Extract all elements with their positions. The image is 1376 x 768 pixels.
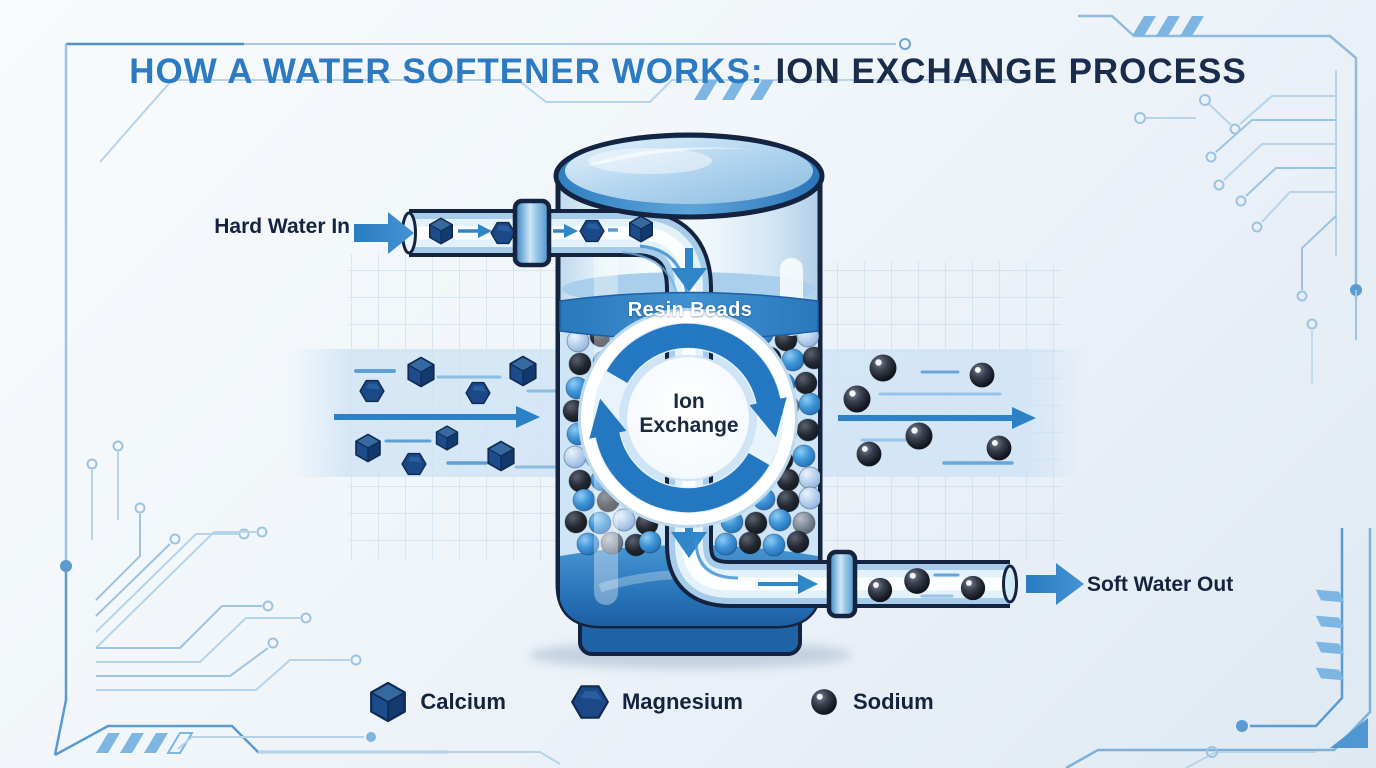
sodium-ion-icon xyxy=(905,422,933,450)
title-part-blue: HOW A WATER SOFTENER WORKS: xyxy=(129,52,764,91)
page-title: HOW A WATER SOFTENER WORKS: ION EXCHANGE … xyxy=(0,52,1376,92)
legend-label: Calcium xyxy=(420,689,506,714)
legend-item-calcium: Calcium xyxy=(368,682,506,722)
legend-item-magnesium: Magnesium xyxy=(570,682,743,722)
sodium-ion-icon xyxy=(856,441,882,467)
sodium-ion-icon xyxy=(969,362,995,388)
legend-item-sodium: Sodium xyxy=(807,685,934,719)
calcium-ion-icon xyxy=(407,356,435,388)
sodium-ion-icon xyxy=(869,354,897,382)
title-part-navy: ION EXCHANGE PROCESS xyxy=(775,52,1247,91)
ion-exchange-label: Ion Exchange xyxy=(613,390,765,438)
magnesium-ion-icon xyxy=(465,381,491,405)
tank-cap xyxy=(553,132,825,220)
ion-exchange-line1: Ion xyxy=(673,390,705,413)
calcium-ion-icon xyxy=(509,355,537,387)
sodium-ion-icon xyxy=(986,435,1012,461)
soft-water-arrow xyxy=(1026,563,1084,605)
pipe-coupling xyxy=(826,549,858,619)
sodium-sphere-icon xyxy=(811,689,837,715)
circuit-decoration-bottom-right xyxy=(1065,528,1372,768)
legend: Calcium Magnesium Sodium xyxy=(0,682,1339,722)
ion-exchange-line2: Exchange xyxy=(639,414,739,437)
magnesium-ion-icon xyxy=(401,452,427,476)
sodium-ion-icon xyxy=(867,577,893,603)
magnesium-ion-icon xyxy=(359,379,385,403)
ion-exchange-cycle xyxy=(578,308,798,528)
calcium-ion-icon xyxy=(435,425,459,451)
calcium-cube-icon xyxy=(370,682,407,722)
soft-water-ions-flow xyxy=(838,354,1036,467)
pipes xyxy=(401,198,1018,619)
calcium-ion-icon xyxy=(487,440,515,472)
legend-label: Magnesium xyxy=(621,689,743,714)
resin-beads-label: Resin Beads xyxy=(627,299,753,321)
hard-water-arrow xyxy=(354,212,414,254)
sodium-ion-icon xyxy=(960,575,986,601)
pipe-coupling xyxy=(512,198,552,268)
calcium-ion-icon xyxy=(355,433,381,463)
circuit-decoration-top-right xyxy=(1078,14,1362,384)
outlet-pipe-contents xyxy=(694,539,986,603)
sodium-ion-icon xyxy=(904,568,930,594)
circuit-decoration-top-left xyxy=(64,38,1012,560)
circuit-decoration-bottom-left xyxy=(53,440,561,765)
hard-water-ions-flow xyxy=(334,355,558,476)
magnesium-hexagon-icon xyxy=(571,685,609,719)
legend-label: Sodium xyxy=(852,689,934,714)
flow-arrows xyxy=(354,212,1084,605)
hard-water-in-label: Hard Water In xyxy=(214,215,350,238)
soft-water-out-label: Soft Water Out xyxy=(1087,573,1234,596)
sodium-ion-icon xyxy=(843,385,871,413)
